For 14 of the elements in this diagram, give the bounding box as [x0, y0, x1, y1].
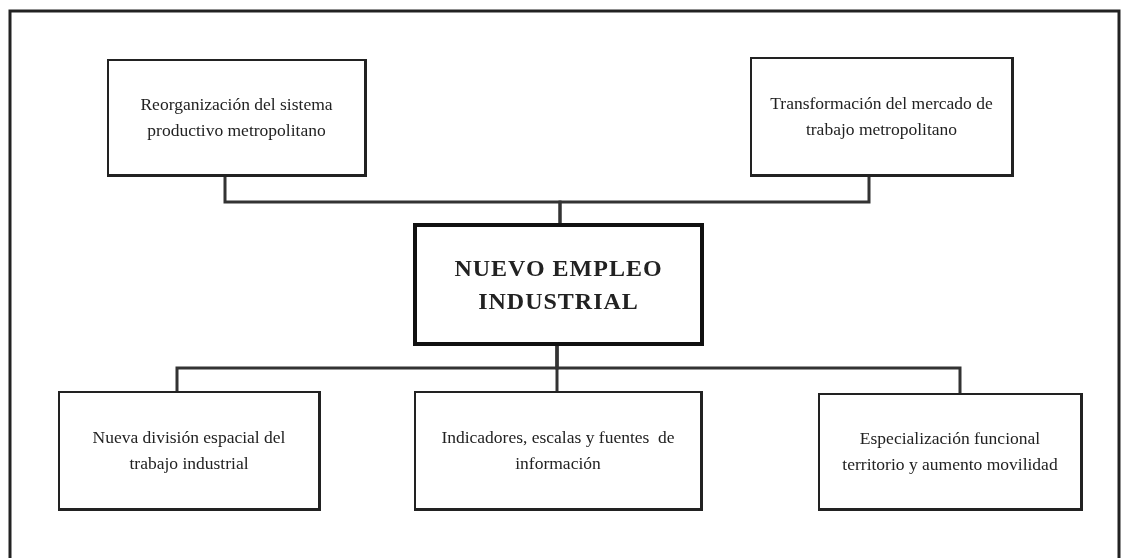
connector-line — [558, 177, 871, 223]
topic-box — [107, 59, 367, 177]
box-text: Reorganización del sistema productivo metropolitano — [139, 93, 334, 142]
box-text: Transformación del mercado de trabajo metropolitano — [769, 92, 994, 141]
box-text: Nueva división espacial del trabajo industrial — [91, 426, 287, 475]
topic-box — [414, 391, 703, 511]
box-text: Indicadores, escalas y fuentes de información — [440, 426, 676, 475]
topic-box — [750, 57, 1014, 177]
title-box — [413, 223, 704, 346]
box-text: Especialización funcional territorio y aumento movilidad — [841, 427, 1059, 476]
box-text: NUEVO EMPLEO INDUSTRIAL — [453, 254, 664, 316]
topic-box — [818, 393, 1083, 511]
topic-box — [58, 391, 321, 511]
connector-line — [555, 346, 962, 393]
